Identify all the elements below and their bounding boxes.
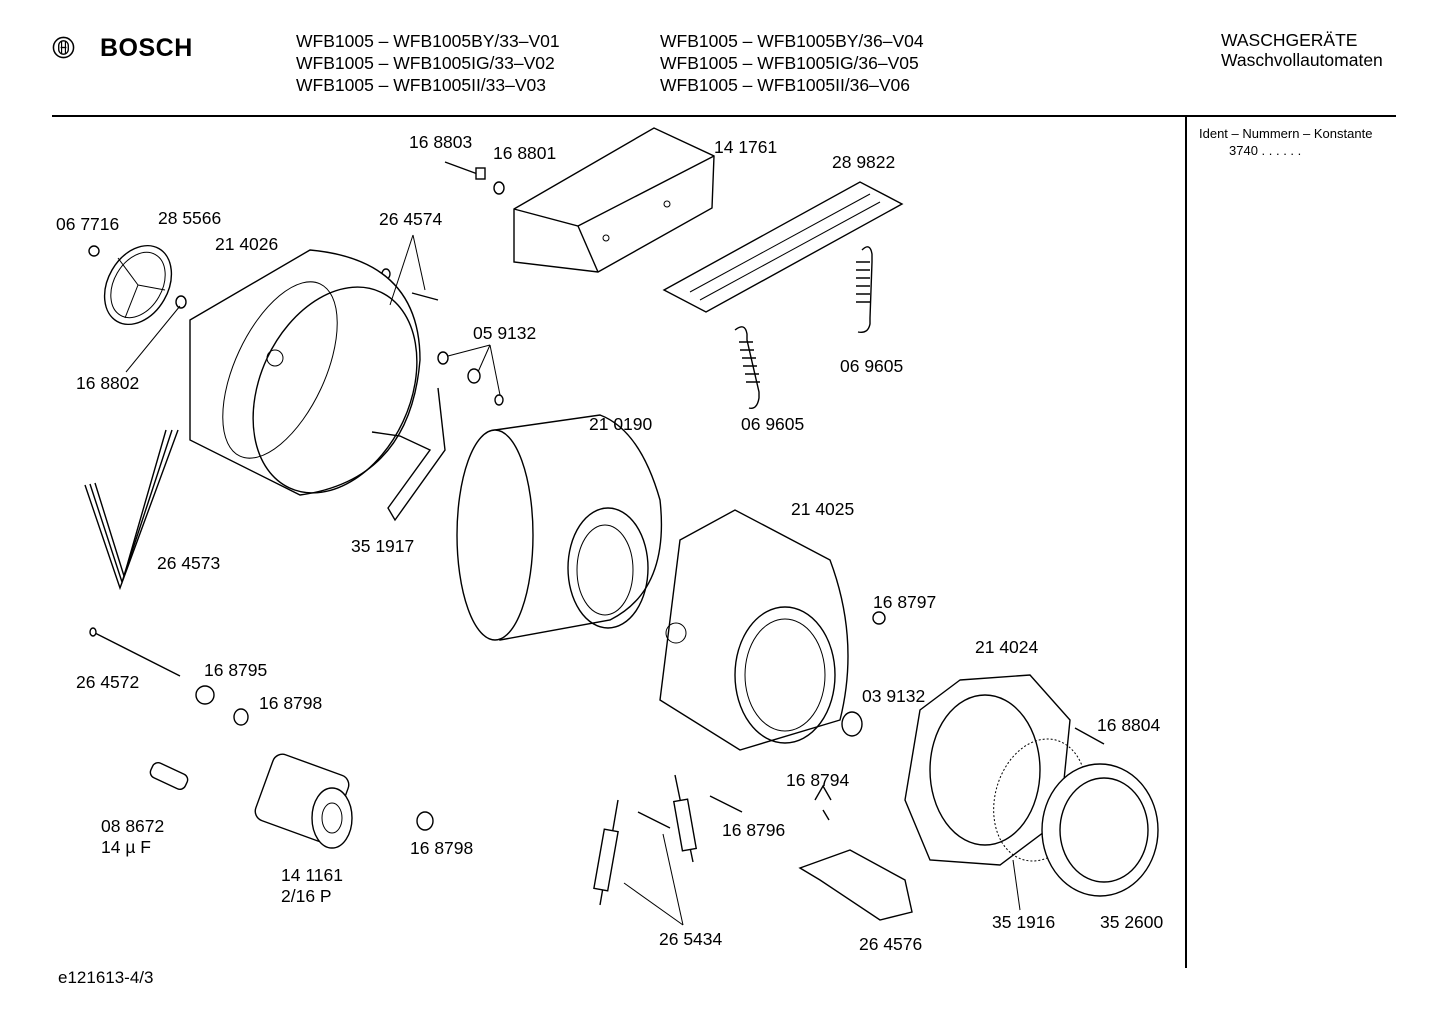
part-label: 06 9605 [840,356,904,376]
clip-part [814,784,832,821]
part-label: 16 8802 [76,373,140,393]
part-label: 35 1916 [992,912,1056,932]
washer-part [493,181,505,195]
brand-name: BOSCH [100,34,193,62]
model-line: WFB1005 – WFB1005BY/36–V04 [660,31,924,51]
part-label: 06 7716 [56,214,120,234]
part-label: 16 8796 [722,820,786,840]
part-label-capacitance: 14 µ F [101,837,151,857]
pulley-part [103,244,173,326]
part-label: 21 4025 [791,499,855,519]
screw-part [709,795,743,813]
part-label: 14 1161 [281,865,343,885]
part-label: 05 9132 [473,323,537,343]
model-list-right: WFB1005 – WFB1005BY/36–V04 WFB1005 – WFB… [660,30,924,96]
part-label: 28 5566 [158,208,222,228]
seal-part [841,711,863,737]
heater-part [798,849,913,921]
capacitor-part [149,761,189,791]
spring-part [856,246,873,334]
model-line: WFB1005 – WFB1005II/36–V06 [660,75,910,95]
model-line: WFB1005 – WFB1005IG/33–V02 [296,53,555,73]
part-label: 28 9822 [832,152,896,172]
ident-label: Ident – Nummern – Konstante [1199,126,1373,141]
part-label: 35 2600 [1100,912,1164,932]
nut-part [416,811,434,831]
part-label: 26 4574 [379,209,443,229]
model-line: WFB1005 – WFB1005IG/36–V05 [660,53,919,73]
spider-part [371,387,446,522]
model-line: WFB1005 – WFB1005II/33–V03 [296,75,546,95]
part-label: 16 8803 [409,132,473,152]
door-seal-part [1041,763,1159,897]
nut-part [872,611,886,625]
washer-part [88,245,100,257]
part-label: 16 8794 [786,770,850,790]
model-list-left: WFB1005 – WFB1005BY/33–V01 WFB1005 – WFB… [296,30,560,96]
screw-part [411,292,439,301]
part-label: 03 9132 [862,686,926,706]
part-label: 08 8672 [101,816,165,836]
part-label: 16 8801 [493,143,557,163]
drawing-code: e121613-4/3 [58,968,154,987]
part-label: 06 9605 [741,414,805,434]
part-label: 16 8804 [1097,715,1161,735]
washer-part [494,394,504,406]
part-label-subtitle: 2/16 P [281,886,332,906]
spring-part [734,326,760,409]
screw-part [1074,727,1105,745]
part-label: 26 4573 [157,553,221,573]
model-line: WFB1005 – WFB1005BY/33–V01 [296,31,560,51]
part-label: 16 8798 [259,693,323,713]
screw-part [637,811,671,829]
washer-part [467,368,481,384]
screw-part [444,161,486,180]
part-label: 16 8797 [873,592,937,612]
front-tub-part [659,509,849,751]
part-label: 26 5434 [659,929,723,949]
belt-part [84,429,179,591]
washer-part [175,295,187,309]
rear-tub-part [189,249,421,496]
part-label: 26 4572 [76,672,140,692]
nut-part [195,685,215,705]
part-label: 16 8798 [410,838,474,858]
part-label: 26 4576 [859,934,923,954]
drum-part [456,414,663,641]
ident-block: Ident – Nummern – Konstante 3740 . . . .… [1199,125,1372,159]
rod-part [89,627,181,677]
part-label: 16 8795 [204,660,268,680]
washer-part [437,351,449,365]
part-label: 21 0190 [589,414,653,434]
part-label: 21 4024 [975,637,1039,657]
motor-part [254,753,353,849]
front-ring-part [904,674,1071,866]
bosch-logo-icon [52,36,75,59]
category-title: WASCHGERÄTE [1221,30,1358,50]
part-label: 21 4026 [215,234,279,254]
category-block: WASCHGERÄTE Waschvollautomaten [1221,30,1383,70]
part-label: 35 1917 [351,536,415,556]
nut-part [233,708,249,726]
shock-absorber-part [593,774,698,906]
part-label: 14 1761 [714,137,778,157]
category-subtitle: Waschvollautomaten [1221,50,1383,70]
counterweight-part [513,127,715,273]
leader-lines [125,234,1021,926]
bracket-part [662,181,904,313]
ident-value: 3740 . . . . . . [1229,143,1302,158]
